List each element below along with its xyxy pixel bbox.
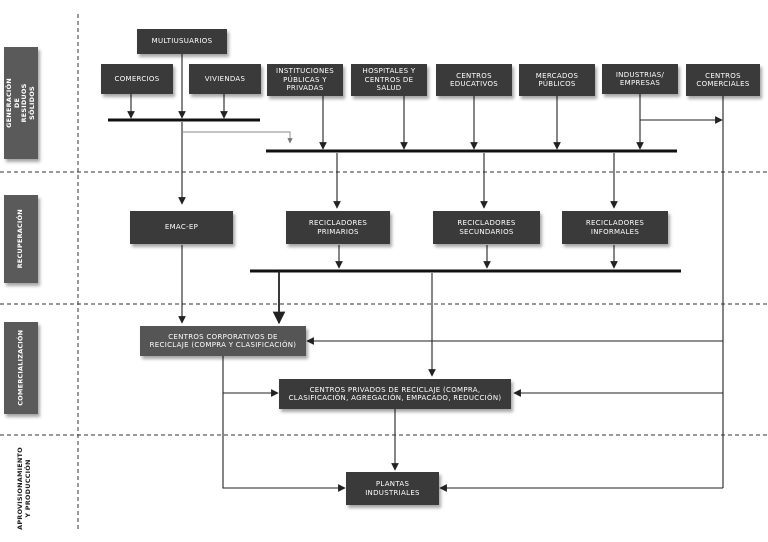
node-rec-informales: RECICLADORES INFORMALES	[562, 211, 668, 244]
node-comerciales: CENTROS COMERCIALES	[686, 64, 760, 96]
node-educativos: CENTROS EDUCATIVOS	[436, 64, 512, 96]
grey-connector	[182, 131, 293, 144]
bus-bars	[108, 118, 681, 273]
stage-label-aprovisionamiento: APROVISIONAMIENTO Y PRODUCCIÓN	[4, 440, 44, 536]
arrow-corporativos-privados	[222, 356, 279, 397]
node-rec-primarios: RECICLADORES PRIMARIOS	[286, 211, 390, 244]
arrow-corporativos-plantas	[222, 393, 346, 492]
node-multiusuarios: MULTIUSUARIOS	[137, 29, 227, 54]
node-privados: CENTROS PRIVADOS DE RECICLAJE (COMPRA, C…	[279, 379, 511, 409]
stage-label-generacion: GENERACIÓN DE RESIDUOS SÓLIDOS	[4, 47, 38, 159]
node-emac: EMAC-EP	[130, 211, 233, 244]
node-instituciones: INSTITUCIONES PÚBLICAS Y PRIVADAS	[267, 64, 343, 96]
stage-dividers	[0, 14, 768, 530]
stage-label-comercializacion: COMERCIALIZACIÓN	[4, 322, 38, 414]
arrow-bus1-bus2	[182, 131, 293, 144]
node-rec-secundarios: RECICLADORES SECUNDARIOS	[433, 211, 540, 244]
node-hospitales: HOSPITALES Y CENTROS DE SALUD	[351, 64, 427, 96]
node-corporativos: CENTROS CORPORATIVOS DE RECICLAJE (COMPR…	[140, 326, 306, 356]
stage-label-recuperacion: RECUPERACIÓN	[4, 195, 38, 283]
node-viviendas: VIVIENDAS	[189, 64, 261, 94]
connectors	[127, 54, 724, 492]
node-industrias: INDUSTRIAS/ EMPRESAS	[602, 64, 678, 94]
node-mercados: MERCADOS PÚBLICOS	[519, 64, 595, 96]
node-plantas: PLANTAS INDUSTRIALES	[346, 472, 439, 505]
node-comercios: COMERCIOS	[101, 64, 173, 94]
